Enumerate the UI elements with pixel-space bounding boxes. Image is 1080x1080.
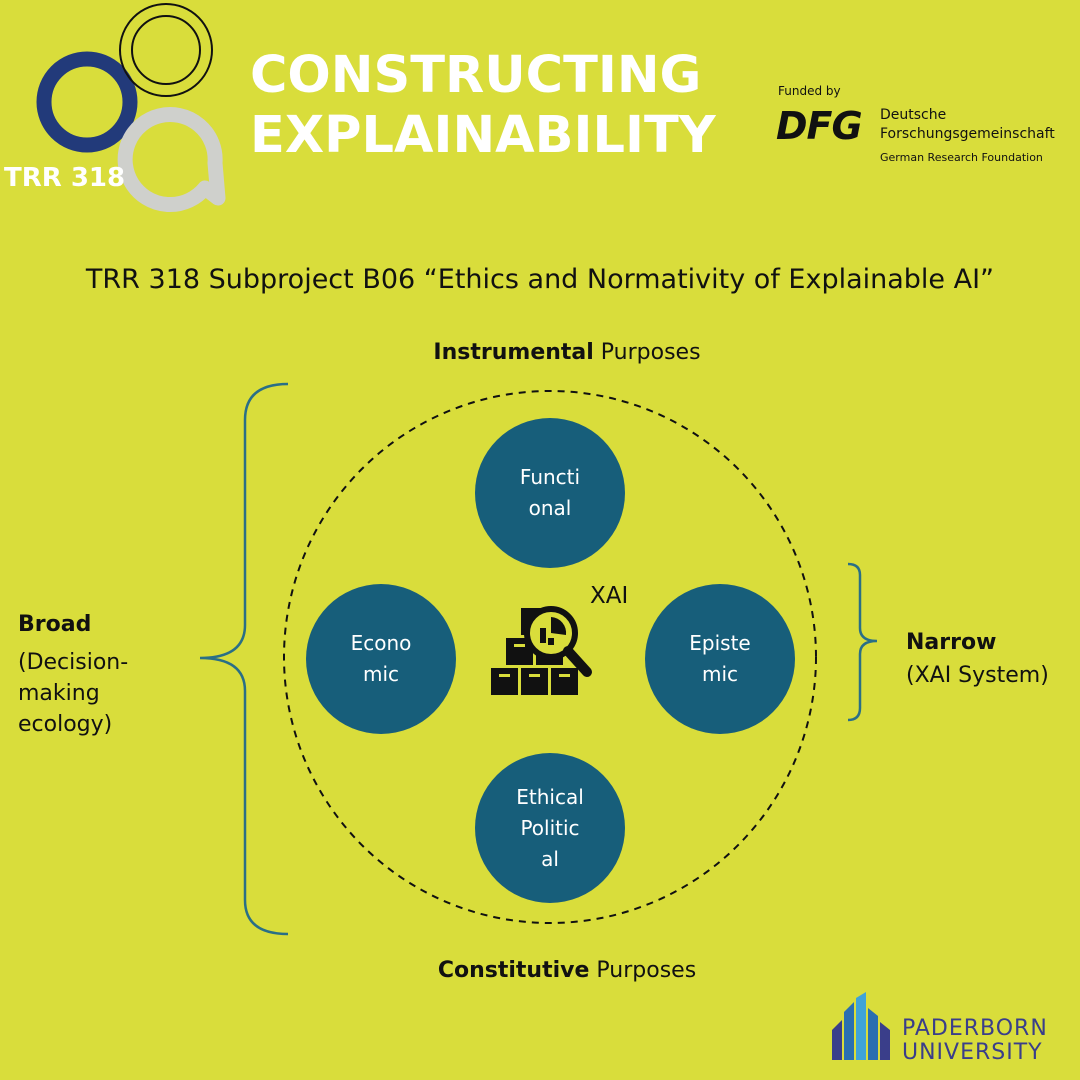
paderborn-university-logo <box>832 992 890 1060</box>
title-line-2: EXPLAINABILITY <box>250 106 716 165</box>
logo-speech-ring-grey <box>117 107 226 213</box>
dashed-boundary <box>283 390 817 924</box>
university-name: PADERBORN UNIVERSITY <box>902 1017 1048 1065</box>
university-name-line2: UNIVERSITY <box>902 1040 1043 1065</box>
dfg-name-line1: Deutsche <box>880 107 947 123</box>
data-analysis-icon <box>491 606 592 695</box>
title-line-1: CONSTRUCTING <box>250 46 702 105</box>
broad-bracket <box>199 382 289 936</box>
node-epistemic: Episte mic <box>645 584 795 734</box>
dfg-name-line2: Forschungsgemeinschaft <box>880 126 1055 142</box>
dfg-name-line3: German Research Foundation <box>880 151 1043 164</box>
broad-description: (Decision-making ecology) <box>18 650 129 737</box>
trr318-badge: TRR 318 <box>4 163 126 193</box>
narrow-description: (XAI System) <box>906 663 1049 688</box>
narrow-label: Narrow <box>906 630 997 655</box>
narrow-bracket <box>847 562 878 722</box>
node-economic: Econo mic <box>306 584 456 734</box>
dfg-logo: DFG <box>776 104 863 148</box>
subproject-title: TRR 318 Subproject B06 “Ethics and Norma… <box>85 264 995 295</box>
logo-ring-outline-outer <box>119 3 213 97</box>
university-name-line1: PADERBORN <box>902 1016 1048 1041</box>
trr318-logo <box>36 3 226 213</box>
node-ethical-political: Ethical Politic al <box>475 753 625 903</box>
funded-by-text: Funded by <box>778 84 841 98</box>
xai-label: XAI <box>590 583 629 609</box>
logo-ring-outline-inner <box>131 15 201 85</box>
page-title: CONSTRUCTING EXPLAINABILITY <box>250 46 716 166</box>
constitutive-purposes-label: Constitutive Purposes <box>437 958 697 983</box>
broad-label: Broad <box>18 612 92 637</box>
instrumental-purposes-label: Instrumental Purposes <box>433 340 701 365</box>
logo-ring-navy <box>36 51 138 153</box>
node-functional: Functi onal <box>475 418 625 568</box>
